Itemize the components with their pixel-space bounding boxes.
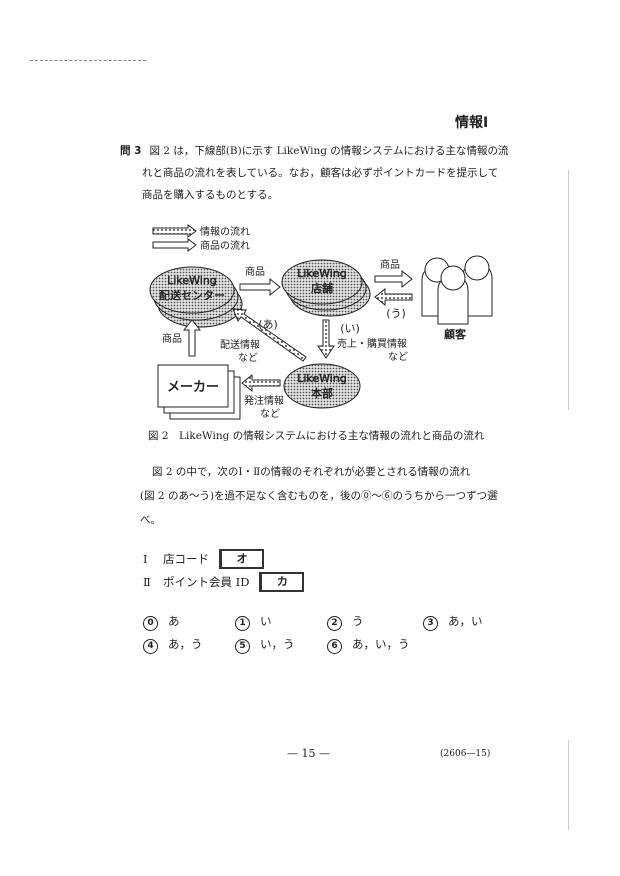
choice[interactable]: 5 い，う	[235, 636, 295, 654]
question-line: 図 2 は，下線部(B)に示す LikeWing の情報システムにおける主な情報…	[149, 145, 509, 157]
arrow-label: 商品	[245, 265, 265, 278]
answer-box[interactable]: カ	[259, 572, 305, 592]
info-arrow-i	[317, 319, 335, 359]
instruction-line: 図 2 の中で，次のⅠ・Ⅱの情報のそれぞれが必要とされる情報の流れ	[152, 466, 471, 478]
choice[interactable]: 3 あ，い	[423, 613, 483, 631]
choice-text: あ，い	[448, 614, 483, 628]
choice-number: 3	[423, 616, 438, 631]
node-label: 店舗	[311, 281, 333, 295]
choice-number: 2	[327, 616, 342, 631]
node-label: 配送センター	[159, 288, 225, 302]
item-label: ポイント会員 ID	[163, 575, 250, 589]
arrow-label: 商品	[380, 258, 400, 271]
arrow-label: 売上・購買情報	[337, 337, 407, 350]
choice[interactable]: 6 あ，い，う	[327, 636, 410, 654]
choice-text: あ，い，う	[352, 637, 410, 651]
arrow-label: など	[260, 408, 280, 420]
customer-icon	[421, 255, 493, 325]
exam-code: (2606—15)	[440, 749, 491, 759]
choice-text: あ，う	[168, 637, 203, 651]
question-text: 問 3 図 2 は，下線部(B)に示す LikeWing の情報システムにおける主…	[120, 140, 508, 206]
choice[interactable]: 4 あ，う	[143, 636, 203, 654]
instruction-line: (図 2 のあ～う)を過不足なく含むものを，後の⓪～⑥のうちから一つずつ選	[140, 490, 498, 502]
legend-goods-label: 商品の流れ	[200, 239, 250, 252]
arrow-label: 発注情報	[244, 394, 284, 407]
maker-node: メーカー	[157, 364, 241, 420]
flow-diagram: 情報の流れ 商品の流れ LikeWing 配送センター LikeWing 店舗 …	[149, 224, 493, 420]
node-label: メーカー	[167, 380, 219, 395]
arrow-label: など	[238, 352, 258, 364]
arrow-label: 商品	[162, 332, 182, 345]
flow-label-u: (う)	[386, 307, 406, 320]
customer-label: 顧客	[444, 327, 467, 341]
store-node: LikeWing 店舗	[281, 259, 371, 317]
choice-number: 1	[235, 616, 250, 631]
item-number: Ⅰ	[143, 552, 148, 566]
figure-caption: 図 2 LikeWing の情報システムにおける主な情報の流れと商品の流れ	[148, 430, 485, 442]
node-label: LikeWing	[167, 274, 217, 287]
instruction-line: べ。	[140, 514, 161, 526]
hq-node: LikeWing 本部	[283, 363, 361, 409]
question-line: 商品を購入するものとする。	[142, 189, 279, 201]
choice-text: い，う	[260, 637, 295, 651]
flow-label-a: (あ)	[258, 318, 278, 331]
legend-goods-arrow	[152, 238, 197, 252]
goods-arrow-maker-dist	[182, 319, 202, 357]
flow-label-i: (い)	[340, 322, 360, 335]
legend-info-label: 情報の流れ	[200, 225, 250, 238]
subject-header: 情報Ⅰ	[455, 115, 489, 131]
arrow-label: 配送情報	[220, 338, 260, 351]
arrow-label: など	[388, 351, 408, 363]
instruction-text: 図 2 の中で，次のⅠ・Ⅱの情報のそれぞれが必要とされる情報の流れ (図 2 の…	[140, 460, 498, 532]
question-line: れと商品の流れを表している。なお，顧客は必ずポイントカードを提示して	[142, 167, 499, 179]
info-arrow-order	[241, 373, 281, 393]
item-number: Ⅱ	[143, 575, 151, 589]
choice-number: 6	[327, 639, 342, 654]
node-label: LikeWing	[297, 372, 347, 385]
item-label: 店コード	[163, 552, 209, 566]
top-divider	[30, 60, 146, 61]
choice-text: い	[260, 614, 272, 628]
choice-text: あ	[168, 614, 180, 628]
choice-text: う	[352, 614, 364, 628]
item-2: Ⅱ ポイント会員 ID カ	[143, 572, 305, 592]
answer-box[interactable]: オ	[219, 549, 264, 569]
info-arrow-a	[232, 308, 307, 362]
legend-info-arrow	[152, 224, 197, 238]
distribution-center-node: LikeWing 配送センター	[149, 266, 243, 328]
node-label: LikeWing	[297, 267, 347, 280]
goods-arrow-dist-store	[239, 277, 281, 297]
goods-arrow-store-customer	[374, 269, 413, 289]
page-number: — 15 —	[287, 747, 330, 760]
choice-number: 5	[235, 639, 250, 654]
choice-number: 4	[143, 639, 158, 654]
question-number: 問 3	[120, 145, 142, 157]
margin-line	[568, 170, 569, 410]
info-arrow-u	[374, 287, 413, 307]
item-1: Ⅰ 店コード オ	[143, 549, 264, 569]
margin-line	[568, 740, 569, 830]
choice-number: 0	[143, 616, 158, 631]
node-label: 本部	[311, 386, 333, 400]
